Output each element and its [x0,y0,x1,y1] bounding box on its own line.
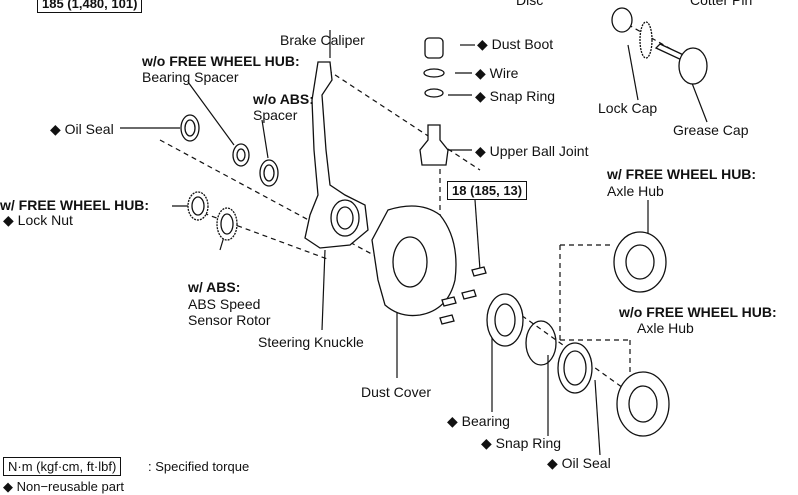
leader-knuckle [321,249,326,331]
label-steering-knuckle: Steering Knuckle [258,334,364,350]
snap-ring-bottom-part [525,320,557,366]
legend-non-reusable: ◆ Non−reusable part [3,479,124,494]
label-grease-cap: Grease Cap [673,122,749,138]
label-snap-ring-bottom: ◆ Snap Ring [481,435,562,451]
label-dust-boot: ◆ Dust Boot [477,36,554,52]
lock-cap-part [611,7,633,33]
label-wo-free-wheel-hub-1: w/o FREE WHEEL HUB: [142,53,300,69]
label-w-free-wheel-hub-right: w/ FREE WHEEL HUB: [607,166,757,182]
label-snap-ring-top: ◆ Snap Ring [475,88,556,104]
label-disc: Disc [516,0,544,8]
snap-ring-top-part [424,88,444,98]
leader-lock-cap [627,44,639,101]
label-brake-caliper: Brake Caliper [280,32,365,48]
legend-torque-unit: N·m (kgf·cm, ft·lbf) [3,457,122,476]
label-cotter-pin: Cotter Pin [690,0,753,8]
torque-18-box: 18 (185, 13) [447,181,528,200]
wire-part [423,68,445,78]
leader-spacer [261,119,269,159]
steering-knuckle-part [304,61,369,249]
leader-oil-seal-bottom [594,379,601,456]
label-wo-abs: w/o ABS: [253,91,314,107]
upper-ball-joint-part [419,124,449,166]
leader-bearing-spacer [187,81,235,146]
top-torque-box: 185 (1,480, 101) [37,0,143,13]
leader-grease-cap [689,77,708,123]
label-lock-cap: Lock Cap [598,100,658,116]
label-upper-ball-joint: ◆ Upper Ball Joint [475,143,589,159]
label-w-free-wheel-hub-left: w/ FREE WHEEL HUB: [0,197,150,213]
label-wire: ◆ Wire [475,65,519,81]
label-oil-seal-left: ◆ Oil Seal [50,121,114,137]
label-oil-seal-bottom: ◆ Oil Seal [547,455,611,471]
label-sensor-rotor: Sensor Rotor [188,312,271,328]
legend-specified-torque: : Specified torque [148,459,250,474]
label-spacer: Spacer [253,107,298,123]
label-abs-speed: ABS Speed [188,296,261,312]
label-axle-hub-1: Axle Hub [607,183,664,199]
label-lock-nut: ◆ Lock Nut [3,212,73,228]
label-bearing-spacer: Bearing Spacer [142,69,239,85]
label-bearing: ◆ Bearing [447,413,510,429]
dust-boot-part [424,37,444,59]
grease-cap-part [678,47,708,85]
leader-torque18 [474,199,481,271]
label-axle-hub-2: Axle Hub [637,320,694,336]
label-w-abs: w/ ABS: [188,279,241,295]
label-dust-cover: Dust Cover [361,384,432,400]
label-wo-free-wheel-hub-2: w/o FREE WHEEL HUB: [619,304,777,320]
